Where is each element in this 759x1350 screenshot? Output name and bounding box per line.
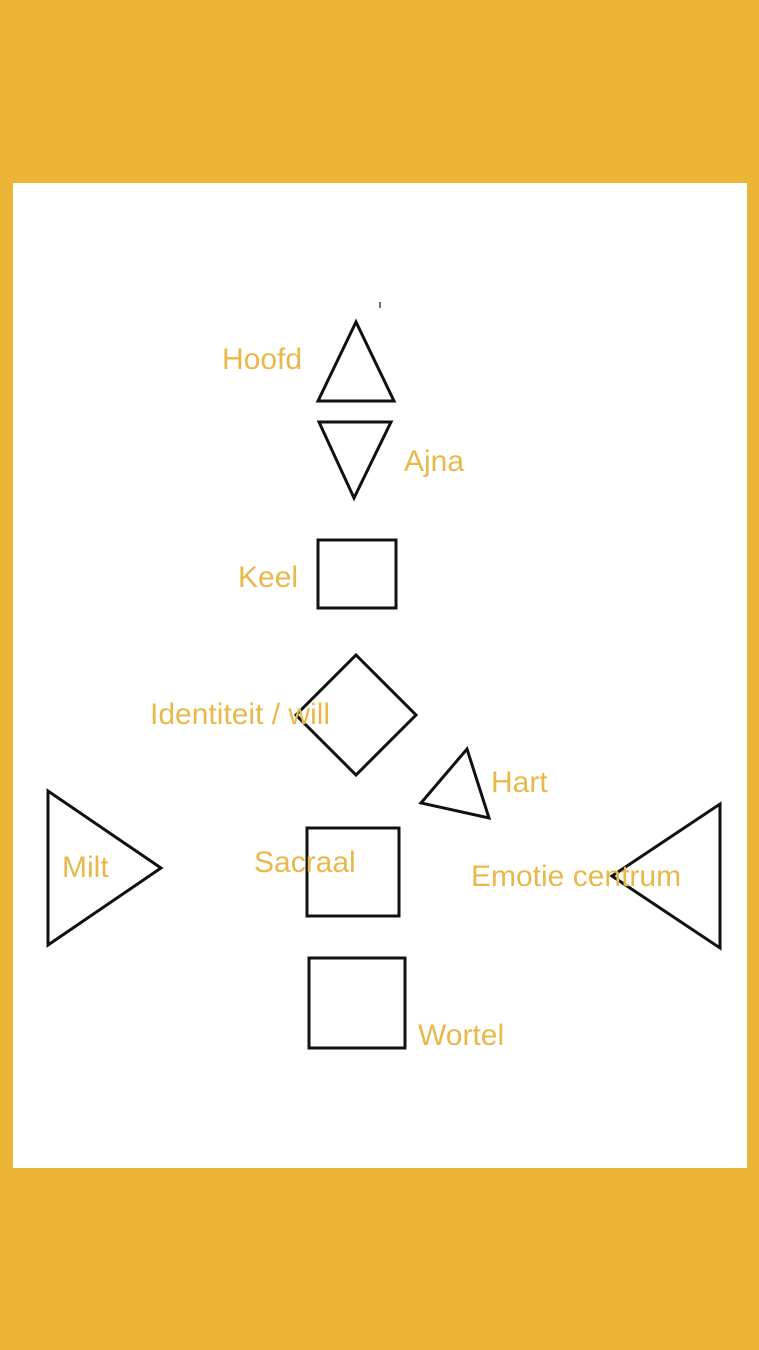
milt-center-shape — [46, 788, 164, 948]
hart-center-shape — [418, 745, 492, 821]
keel-center-shape — [316, 538, 398, 610]
hoofd-label: Hoofd — [222, 343, 302, 376]
wortel-center-shape — [307, 956, 407, 1050]
wortel-label: Wortel — [418, 1019, 504, 1052]
hoofd-center-shape — [315, 318, 397, 403]
ajna-label: Ajna — [404, 445, 464, 478]
emotie-center-shape — [609, 801, 722, 951]
milt-label: Milt — [62, 851, 109, 884]
ajna-center-shape — [316, 420, 394, 502]
emotie-label: Emotie centrum — [471, 860, 681, 893]
hart-label: Hart — [491, 766, 548, 799]
sacraal-label: Sacraal — [254, 846, 356, 879]
diagram-panel — [13, 183, 747, 1168]
sacraal-center-shape — [305, 826, 401, 918]
keel-label: Keel — [238, 561, 298, 594]
identiteit-label: Identiteit / will — [150, 698, 330, 731]
identiteit-center-shape — [293, 652, 419, 778]
